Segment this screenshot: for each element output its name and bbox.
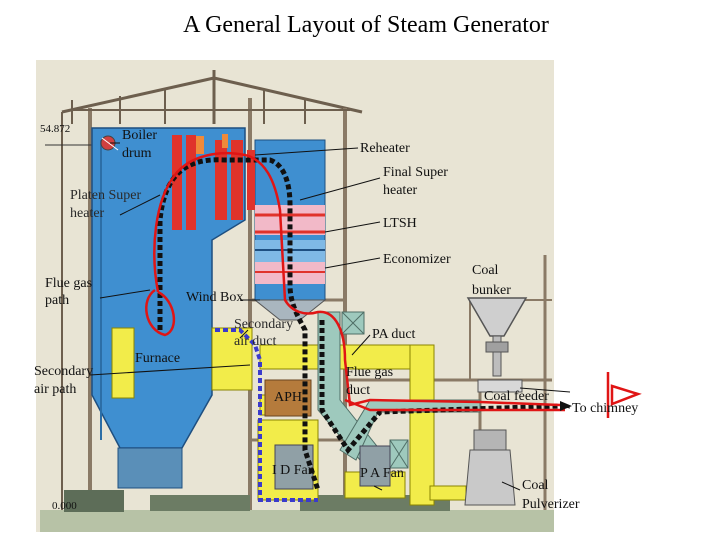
label-secondary-air-duct-1: Secondary	[234, 317, 293, 332]
label-secondary-air-duct-2: air duct	[234, 334, 276, 349]
fans	[274, 444, 391, 490]
label-pa-fan: P A Fan	[360, 466, 404, 481]
elevation-top: 54.872	[40, 123, 70, 135]
boiler-drum	[100, 135, 119, 151]
label-coal-feeder: Coal feeder	[484, 389, 549, 404]
coal-handling	[464, 297, 528, 506]
label-pa-duct: PA duct	[372, 327, 416, 342]
label-secondary-air-path-1: Secondary	[34, 364, 93, 379]
label-flue-gas-duct-1: Flue gas	[346, 365, 393, 380]
label-wind-box: Wind Box	[186, 290, 243, 305]
secondary-air-path-line	[215, 328, 318, 502]
label-ltsh: LTSH	[383, 216, 417, 231]
chimney-arrow-icon	[560, 401, 572, 411]
red-path-line	[145, 151, 642, 418]
diagram-title: A General Layout of Steam Generator	[183, 12, 549, 38]
label-furnace: Furnace	[135, 351, 180, 366]
label-to-chimney: To chimney	[572, 401, 638, 416]
label-coal-pulverizer-1: Coal	[522, 478, 549, 493]
label-final-sh-1: Final Super	[383, 165, 448, 180]
label-flue-gas-path-1: Flue gas	[45, 276, 92, 291]
label-boiler-drum-1: Boiler	[122, 128, 157, 143]
label-economizer: Economizer	[383, 252, 451, 267]
elevation-bottom: 0.000	[52, 500, 77, 512]
label-coal-pulverizer-2: Pulverizer	[522, 497, 580, 512]
label-final-sh-2: heater	[383, 183, 418, 198]
label-platen-2: heater	[70, 206, 105, 221]
leader-lines	[89, 142, 571, 491]
label-id-fan: I D Fan	[272, 463, 315, 478]
label-coal-bunker-2: bunker	[472, 283, 511, 298]
label-secondary-air-path-2: air path	[34, 382, 76, 397]
label-reheater: Reheater	[360, 141, 410, 156]
label-flue-gas-duct-2: duct	[346, 383, 370, 398]
label-aph: APH	[274, 390, 302, 405]
label-boiler-drum-2: drum	[122, 146, 152, 161]
label-platen-1: Platen Super	[70, 188, 141, 203]
label-coal-bunker-1: Coal	[472, 263, 499, 278]
label-flue-gas-path-2: path	[45, 293, 69, 308]
